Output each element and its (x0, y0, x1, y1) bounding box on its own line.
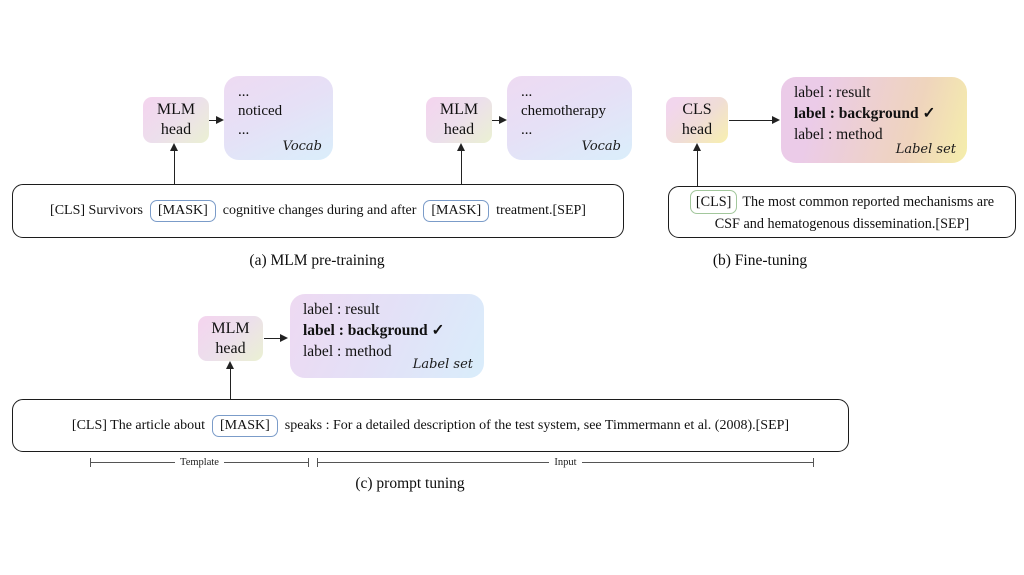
arrow-mlm-to-labelset-c (264, 332, 288, 345)
sentence-a-mid: cognitive changes during and after (222, 203, 417, 218)
label-option-selected: label : background ✓ (303, 322, 445, 339)
arrow-mlm2-to-vocab2 (492, 114, 507, 127)
mlm-head-label: head (443, 121, 475, 138)
bracket-line (223, 462, 309, 463)
arrow-mask1-to-mlm1 (168, 143, 181, 184)
bracket-line (91, 462, 176, 463)
mlm-head-box-c: MLM head (198, 316, 263, 361)
bracket-tick (813, 458, 815, 467)
vocab-dots-top: ... (238, 84, 250, 100)
sentence-box-a: [CLS] Survivors [MASK] cognitive changes… (12, 184, 624, 238)
labelset-box-b: label : result label : background ✓ labe… (781, 77, 967, 163)
labelset-box-c: label : result label : background ✓ labe… (290, 294, 484, 378)
bracket-tick (308, 458, 310, 467)
input-span-label: Input (554, 457, 577, 468)
mask-token-chip: [MASK] (423, 200, 490, 222)
labelset-tag: Label set (895, 142, 956, 157)
bracket-tick (90, 458, 91, 467)
label-option-selected: label : background ✓ (794, 105, 936, 122)
mask-token-chip: [MASK] (212, 414, 278, 437)
bracket-tick (317, 458, 318, 467)
vocab-dots-top: ... (521, 84, 533, 100)
vocab-box-1: ... noticed ... Vocab (224, 76, 333, 160)
vocab-dots-bottom: ... (521, 122, 533, 138)
mlm-head-label: head (215, 339, 246, 357)
sentence-box-b: [CLS] The most common reported mechanism… (668, 186, 1016, 238)
vocab-tag: Vocab (581, 139, 621, 154)
mlm-head-box-a1: MLM head (143, 97, 209, 143)
mlm-head-label: head (160, 121, 192, 138)
vocab-word: noticed (238, 103, 283, 119)
arrow-cls-to-labelset (729, 114, 780, 127)
bracket-line (318, 462, 550, 463)
arrow-mlm1-to-vocab1 (209, 114, 224, 127)
caption-c: (c) prompt tuning (355, 475, 465, 492)
mlm-head-label: MLM (156, 101, 196, 118)
cls-token-chip: [CLS] (689, 190, 738, 214)
cls-head-label: CLS (682, 101, 712, 118)
label-option: label : result (794, 84, 871, 101)
sentence-box-c: [CLS] The article about [MASK] speaks : … (12, 399, 849, 452)
input-span-bracket: Input (317, 457, 815, 468)
sentence-c-post: speaks : For a detailed description of t… (284, 417, 790, 433)
sentence-b-line2: CSF and hematogenous dissemination.[SEP] (714, 216, 970, 232)
cls-head-label: head (681, 121, 713, 138)
label-option: label : method (303, 343, 392, 360)
template-span-label: Template (180, 457, 219, 468)
mlm-head-label: MLM (211, 319, 250, 337)
vocab-tag: Vocab (282, 139, 322, 154)
arrow-cls-token-to-cls-head (691, 143, 704, 186)
sentence-c-pre: [CLS] The article about (71, 417, 205, 433)
labelset-tag: Label set (412, 357, 473, 372)
template-span-bracket: Template (90, 457, 310, 468)
vocab-word: chemotherapy (521, 103, 606, 119)
mlm-head-label: MLM (439, 101, 479, 118)
arrow-mask-to-mlm-c (224, 361, 237, 399)
label-option: label : result (303, 301, 380, 318)
arrow-mask2-to-mlm2 (455, 143, 468, 184)
sentence-b-line1: The most common reported mechanisms are (742, 194, 995, 210)
bracket-line (581, 462, 814, 463)
sentence-a-post: treatment.[SEP] (496, 203, 586, 218)
sentence-a-pre: [CLS] Survivors (50, 203, 143, 218)
cls-head-box: CLS head (666, 97, 728, 143)
caption-b: (b) Fine-tuning (712, 252, 808, 269)
caption-a: (a) MLM pre-training (249, 252, 385, 269)
mlm-head-box-a2: MLM head (426, 97, 492, 143)
vocab-box-2: ... chemotherapy ... Vocab (507, 76, 632, 160)
mask-token-chip: [MASK] (149, 200, 216, 222)
label-option: label : method (794, 126, 883, 143)
vocab-dots-bottom: ... (238, 122, 250, 138)
